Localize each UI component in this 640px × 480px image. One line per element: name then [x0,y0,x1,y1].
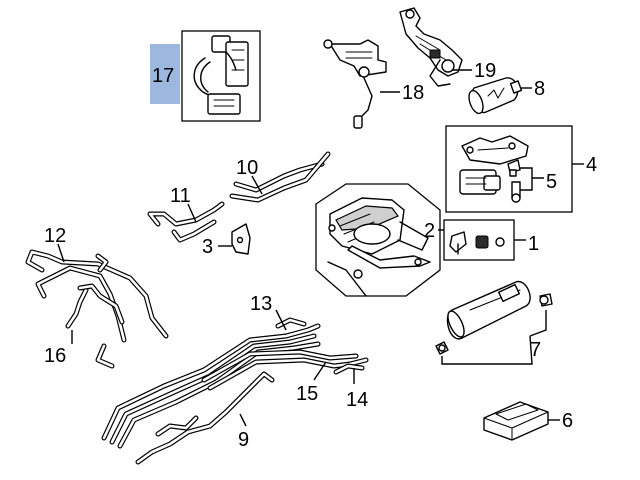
part-5-bolts[interactable] [507,159,521,203]
callout-7: 7 [530,339,541,361]
callout-17: 17 [152,65,174,87]
part-17-box [181,30,261,122]
part-7-reservoir[interactable] [435,280,553,355]
callout-4: 4 [586,154,597,176]
part-3-bracket[interactable] [231,223,251,255]
callout-18: 18 [402,82,424,104]
callout-16: 16 [44,345,66,367]
part-10-air-line[interactable] [229,151,331,203]
callout-6: 6 [562,410,573,432]
part-14-air-line[interactable] [333,363,365,375]
callout-8: 8 [534,78,545,100]
leader-11 [187,203,197,223]
part-4-valve-block-assembly[interactable] [445,125,573,213]
part-8-air-spring[interactable] [466,77,523,115]
leader-13 [275,309,287,331]
callout-10: 10 [236,157,258,179]
leader-10 [251,175,263,195]
part-11-air-line[interactable] [147,201,225,243]
leader-9 [239,413,247,427]
callout-5: 5 [546,171,557,193]
leader-7 [441,310,547,365]
compressor-unit[interactable] [327,197,431,297]
leader-12 [57,243,65,263]
part-6-control-module[interactable] [483,401,549,441]
part-17-harness[interactable] [150,30,261,122]
leader-5 [520,167,544,191]
callout-19: 19 [474,60,496,82]
part-9-air-line[interactable] [135,371,275,465]
part-2-filter-kit[interactable] [443,219,515,261]
callout-3: 3 [202,236,213,258]
part-18-level-sensor[interactable] [323,39,387,129]
compressor-assembly-box [315,183,441,297]
part-15-air-line[interactable] [201,349,369,391]
callout-15: 15 [296,383,318,405]
callout-17-highlight [150,44,180,104]
part-4-box [445,125,573,213]
callout-1: 1 [528,233,539,255]
callout-11: 11 [170,185,191,207]
callout-13: 13 [250,293,272,315]
part-12-air-lines[interactable] [25,249,169,369]
callout-2: 2 [424,220,435,242]
callout-12: 12 [44,225,66,247]
callout-14: 14 [346,389,368,411]
part-19-level-sensor[interactable] [399,7,463,87]
part-16-air-line[interactable] [65,283,125,329]
callout-9: 9 [238,429,249,451]
leader-15 [313,361,327,381]
